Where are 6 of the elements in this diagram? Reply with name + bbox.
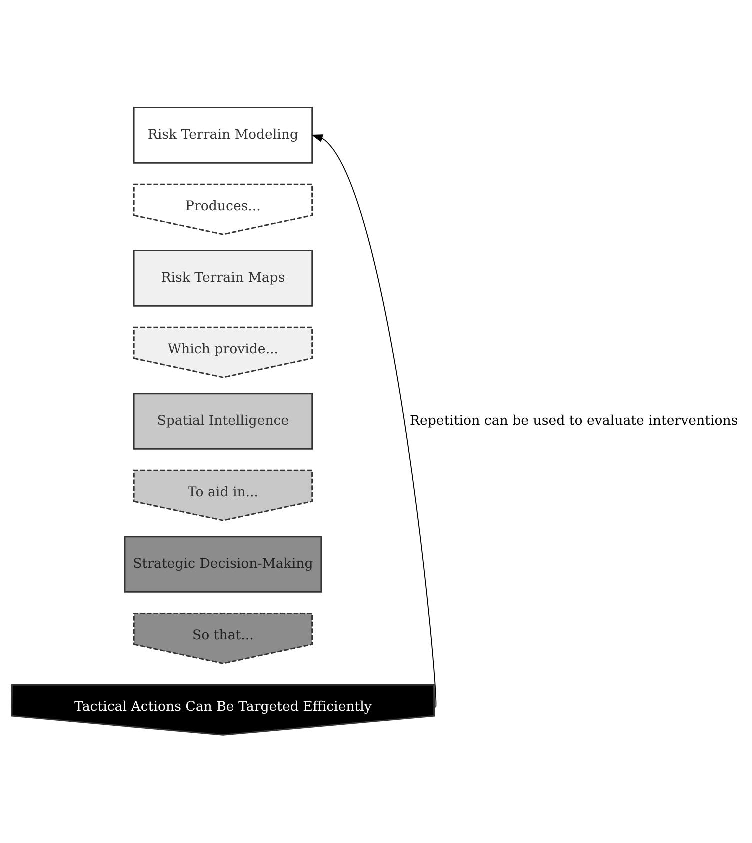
arrow — [311, 134, 436, 708]
edge-label: Repetition can be used to evaluate interventions — [410, 414, 738, 430]
node-box: Spatial Intelligence — [133, 393, 314, 450]
node-box: Risk Terrain Modeling — [133, 107, 314, 164]
node-box: Risk Terrain Maps — [133, 250, 314, 307]
node-box: Strategic Decision-Making — [124, 536, 322, 593]
